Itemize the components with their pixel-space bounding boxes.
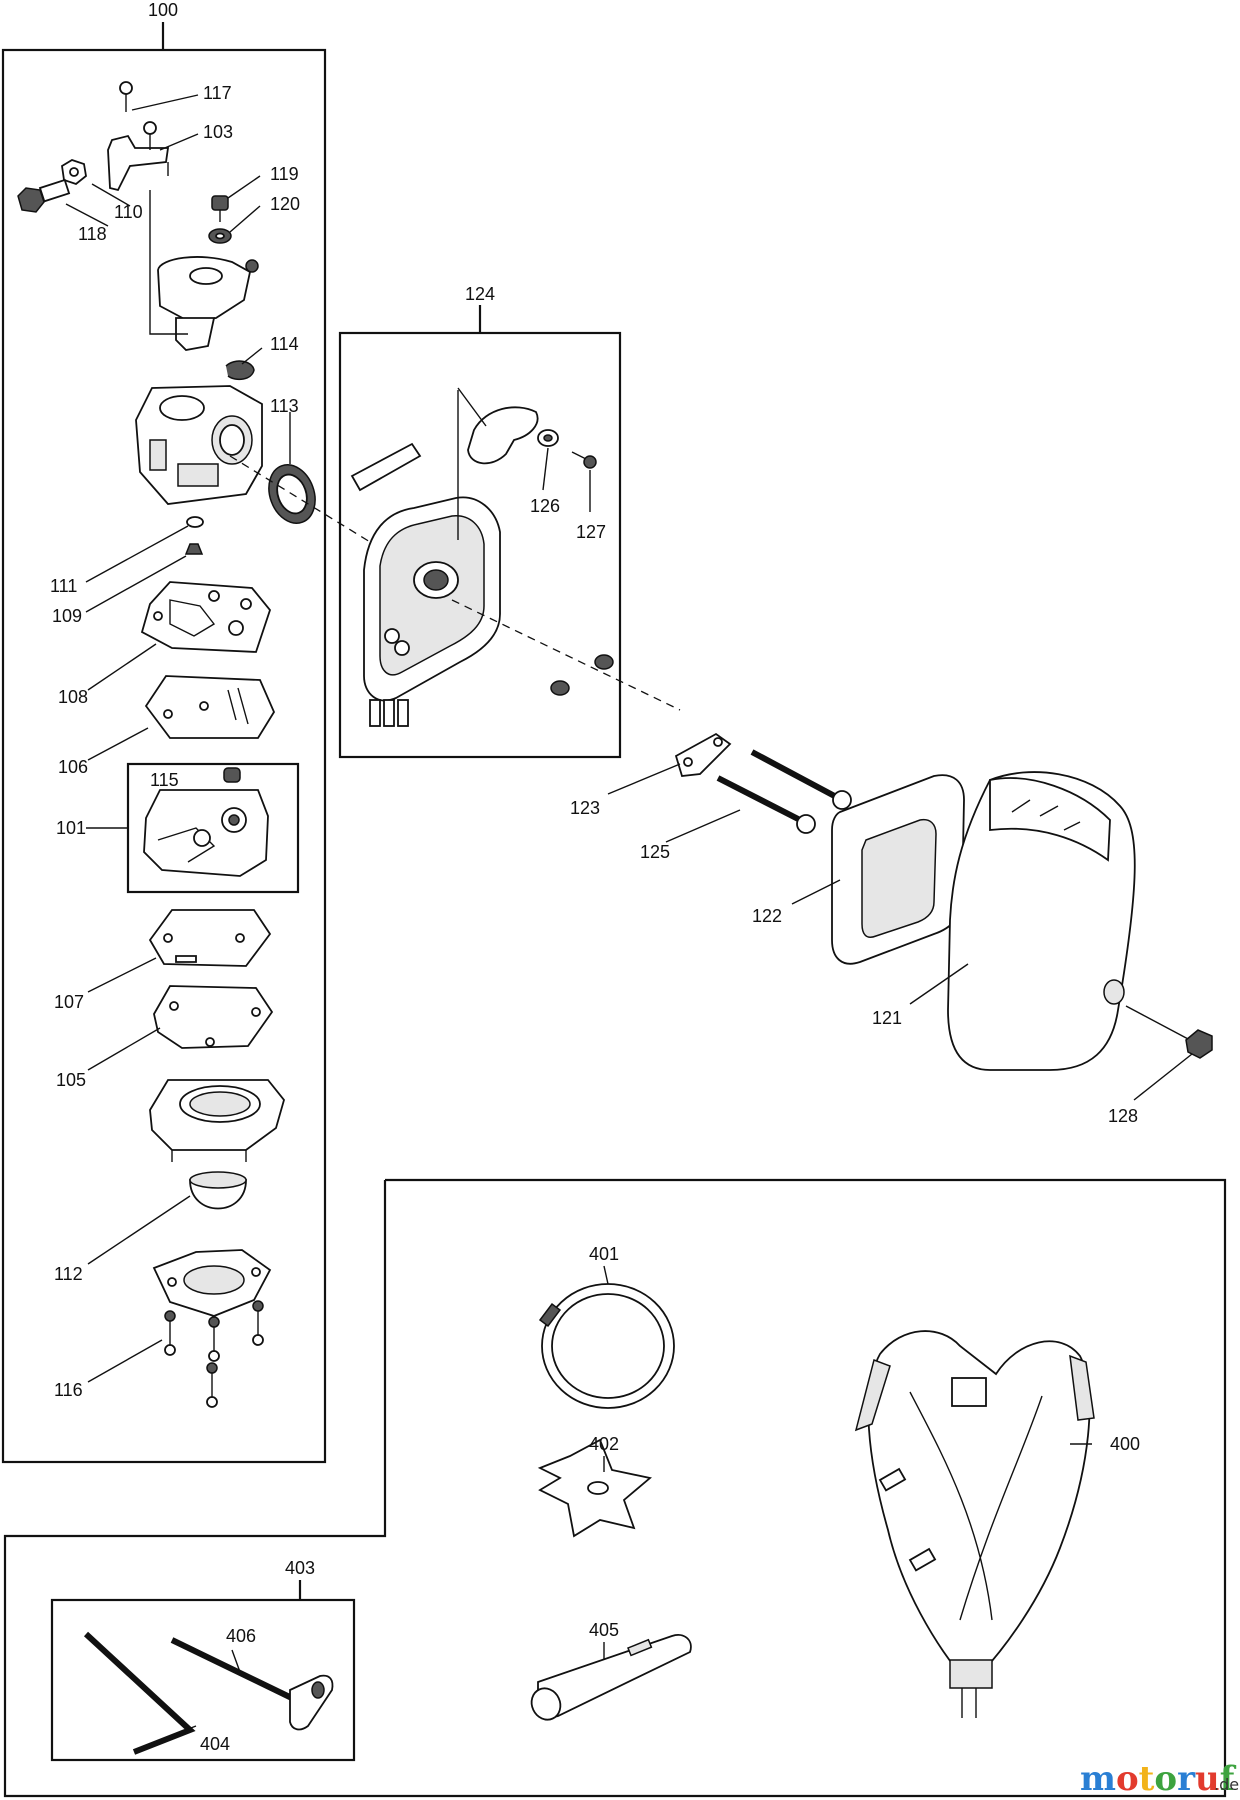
label-123: 123 — [570, 798, 600, 818]
label-406: 406 — [226, 1626, 256, 1646]
part-123-plate — [674, 732, 732, 777]
tool-set-box — [50, 1580, 356, 1762]
watermark-domain: .de — [1214, 1775, 1239, 1794]
part-117-screw — [119, 81, 133, 112]
label-108: 108 — [58, 687, 88, 707]
label-100: 100 — [148, 0, 178, 20]
part-113-gasket — [268, 464, 316, 524]
part-119-screw — [211, 195, 229, 222]
carburetor-body — [135, 385, 263, 505]
part-115-needle — [223, 767, 241, 783]
motoruf-watermark-logo: motoruf .de — [1080, 1759, 1239, 1799]
part-105-diaphragm — [153, 985, 274, 1049]
part-103-bracket — [107, 121, 170, 192]
label-124: 124 — [465, 284, 495, 304]
label-120: 120 — [270, 194, 300, 214]
label-105: 105 — [56, 1070, 86, 1090]
carburetor-assembly-box — [1, 22, 327, 1464]
label-114: 114 — [270, 334, 299, 354]
label-121: 121 — [872, 1008, 902, 1028]
label-107: 107 — [54, 992, 84, 1012]
air-cleaner-case — [350, 442, 501, 727]
part-127-screw — [571, 451, 597, 469]
label-128: 128 — [1108, 1106, 1138, 1126]
part-111-oring — [186, 516, 204, 528]
part-404-hex-key — [83, 1631, 196, 1755]
label-116: 116 — [54, 1380, 83, 1400]
part-125-bolts — [716, 749, 852, 834]
leader-lines — [65, 94, 1193, 1741]
label-101: 101 — [56, 818, 86, 838]
part-118-bolt — [17, 178, 71, 213]
alignment-line — [229, 455, 376, 546]
part-401-ring — [538, 1283, 675, 1409]
part-405-tool-tube — [530, 1634, 692, 1721]
label-115: 115 — [150, 770, 179, 790]
part-122-filter — [831, 774, 965, 965]
primer-base-part — [152, 1249, 272, 1317]
part-108-gasket — [140, 581, 272, 653]
label-111: 111 — [50, 576, 77, 596]
label-405: 405 — [589, 1620, 619, 1640]
part-110-nut — [61, 159, 87, 186]
label-125: 125 — [640, 842, 670, 862]
svg-text:motoruf: motoruf — [1080, 1759, 1237, 1799]
part-106-diaphragm — [144, 675, 276, 739]
part-120-washer — [208, 228, 232, 244]
part-109-valve — [184, 543, 204, 555]
alignment-line-2 — [451, 599, 681, 711]
callout-labels: 100 117 103 110 118 119 120 114 113 111 … — [50, 0, 1140, 1754]
part-121-cover — [947, 771, 1136, 1071]
label-126: 126 — [530, 496, 560, 516]
part-406-box-wrench — [170, 1637, 334, 1731]
label-400: 400 — [1110, 1434, 1140, 1454]
label-403: 403 — [285, 1558, 315, 1578]
label-118: 118 — [78, 224, 107, 244]
part-101-pump-body — [143, 789, 269, 877]
label-106: 106 — [58, 757, 88, 777]
label-127: 127 — [576, 522, 606, 542]
accessories-frame — [3, 1178, 1227, 1798]
part-112-primer-bulb — [189, 1171, 247, 1210]
choke-lever-part — [457, 387, 539, 540]
pump-cover-part — [149, 1079, 285, 1162]
label-110: 110 — [114, 202, 143, 222]
label-401: 401 — [589, 1244, 619, 1264]
part-400-harness — [854, 1330, 1095, 1718]
label-404: 404 — [200, 1734, 230, 1754]
part-402-blade — [537, 1438, 652, 1538]
part-114-clip — [225, 360, 255, 381]
part-128-bolt — [1125, 1005, 1213, 1059]
label-117: 117 — [203, 83, 232, 103]
part-116-screws — [164, 1300, 264, 1408]
throttle-body-part — [149, 162, 259, 351]
part-126-washer — [537, 429, 559, 447]
air-cleaner-box — [338, 305, 622, 759]
bushings-part — [550, 654, 614, 696]
label-122: 122 — [752, 906, 782, 926]
part-107-gasket — [148, 909, 272, 967]
label-109: 109 — [52, 606, 82, 626]
label-103: 103 — [203, 122, 233, 142]
label-112: 112 — [54, 1264, 83, 1284]
label-402: 402 — [589, 1434, 619, 1454]
label-113: 113 — [270, 396, 299, 416]
label-119: 119 — [270, 164, 299, 184]
